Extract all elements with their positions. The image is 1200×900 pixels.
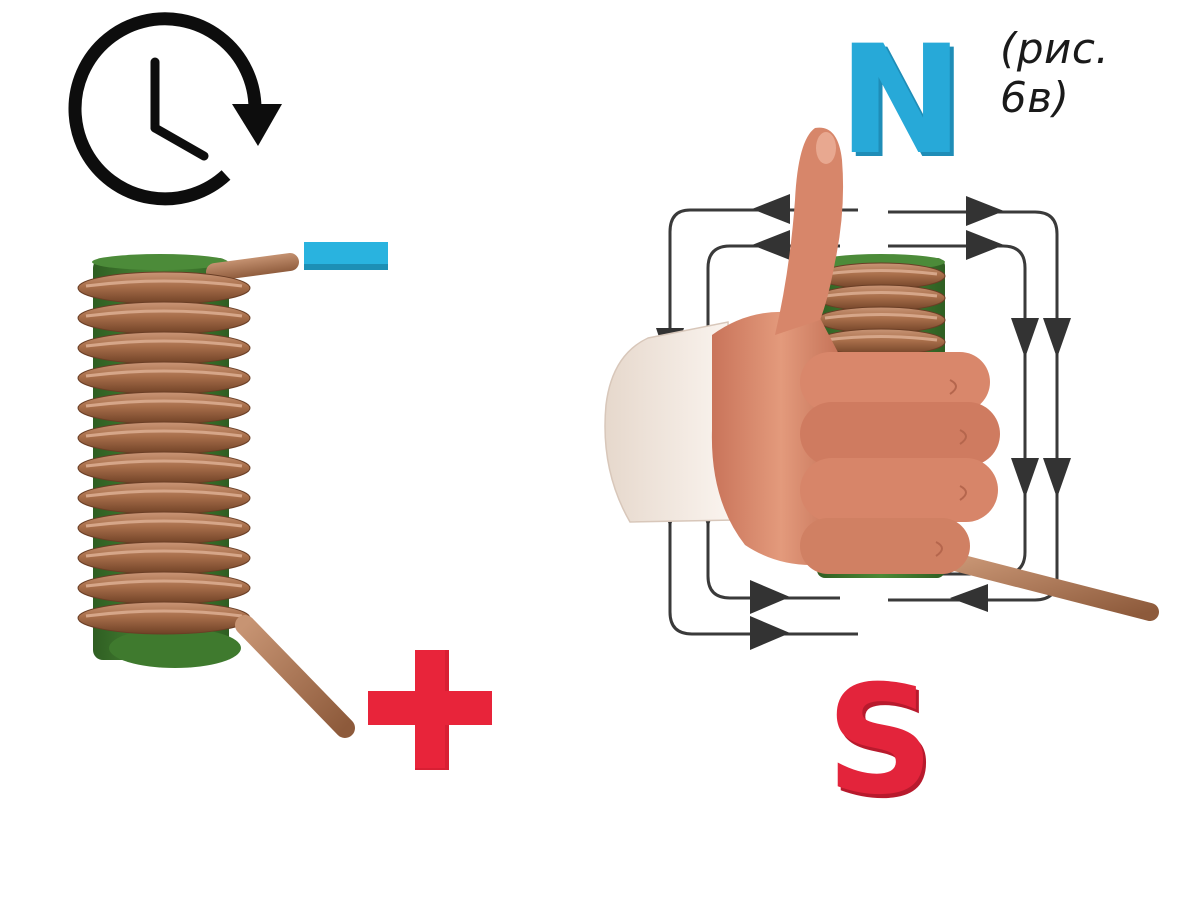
coil-turn-highlight — [85, 459, 243, 468]
coil-turn — [77, 451, 251, 485]
arrow — [750, 580, 790, 614]
arrow — [752, 194, 790, 224]
coil-turn — [77, 541, 251, 575]
figure-caption: (рис. 6в) — [1000, 24, 1110, 122]
coil-lead — [946, 553, 1159, 621]
svg-text:S: S — [826, 654, 934, 828]
clockwise-clock-icon — [68, 12, 282, 206]
arrow — [966, 196, 1004, 226]
minus-sign — [304, 242, 388, 270]
plus-sign — [368, 650, 492, 770]
coil-turn-highlight — [85, 429, 243, 438]
coil-turn — [77, 481, 251, 515]
coil-turn-highlight — [85, 339, 243, 348]
arrow — [966, 230, 1004, 260]
svg-text:N: N — [838, 14, 964, 188]
coil-turn-highlight — [85, 489, 243, 498]
coil-turn-highlight — [824, 335, 938, 342]
sleeve — [604, 321, 736, 523]
coil-bottom-lead — [235, 615, 355, 738]
coil-turn — [77, 271, 251, 305]
coil-turn-highlight — [824, 291, 938, 298]
coil-core-top — [92, 254, 228, 270]
svg-text:S: S — [829, 658, 937, 832]
thumbnail — [816, 132, 836, 164]
coil-windings — [77, 271, 251, 635]
coil-turn-highlight — [85, 519, 243, 528]
coil-turn-highlight — [85, 549, 243, 558]
svg-text:N: N — [842, 18, 968, 192]
north-letter: N N — [838, 14, 968, 192]
coil-turn — [77, 511, 251, 545]
coil-windings — [816, 262, 946, 356]
coil-turn-highlight — [824, 269, 938, 276]
finger — [800, 518, 970, 574]
coil-turn — [77, 331, 251, 365]
finger — [800, 458, 998, 522]
arrow — [950, 584, 988, 612]
arrow — [1011, 458, 1039, 498]
coil-core-bottom — [109, 628, 241, 668]
coil-turn-highlight — [85, 309, 243, 318]
coil-turn-highlight — [85, 369, 243, 378]
coil-turn — [77, 601, 251, 635]
coil-turn-highlight — [85, 279, 243, 288]
arrow — [1043, 458, 1071, 498]
thumb — [775, 127, 844, 335]
left-coil — [77, 253, 355, 738]
coil-turn — [77, 391, 251, 425]
finger — [800, 402, 1000, 466]
coil-turn-highlight — [85, 579, 243, 588]
coil-turn-highlight — [85, 399, 243, 408]
coil-turn — [77, 571, 251, 605]
arrow — [1043, 318, 1071, 358]
coil-turn — [77, 301, 251, 335]
right-hand-thumbs-up — [604, 127, 1000, 574]
coil-turn — [77, 421, 251, 455]
arrow — [1011, 318, 1039, 358]
arrow — [750, 616, 790, 650]
coil-turn — [77, 361, 251, 395]
coil-top-lead — [206, 253, 299, 281]
arrow — [752, 230, 790, 260]
south-letter: S S — [826, 654, 937, 832]
coil-turn-highlight — [85, 609, 243, 618]
finger — [800, 352, 990, 412]
coil-turn-highlight — [824, 313, 938, 320]
fingers — [800, 352, 1000, 574]
